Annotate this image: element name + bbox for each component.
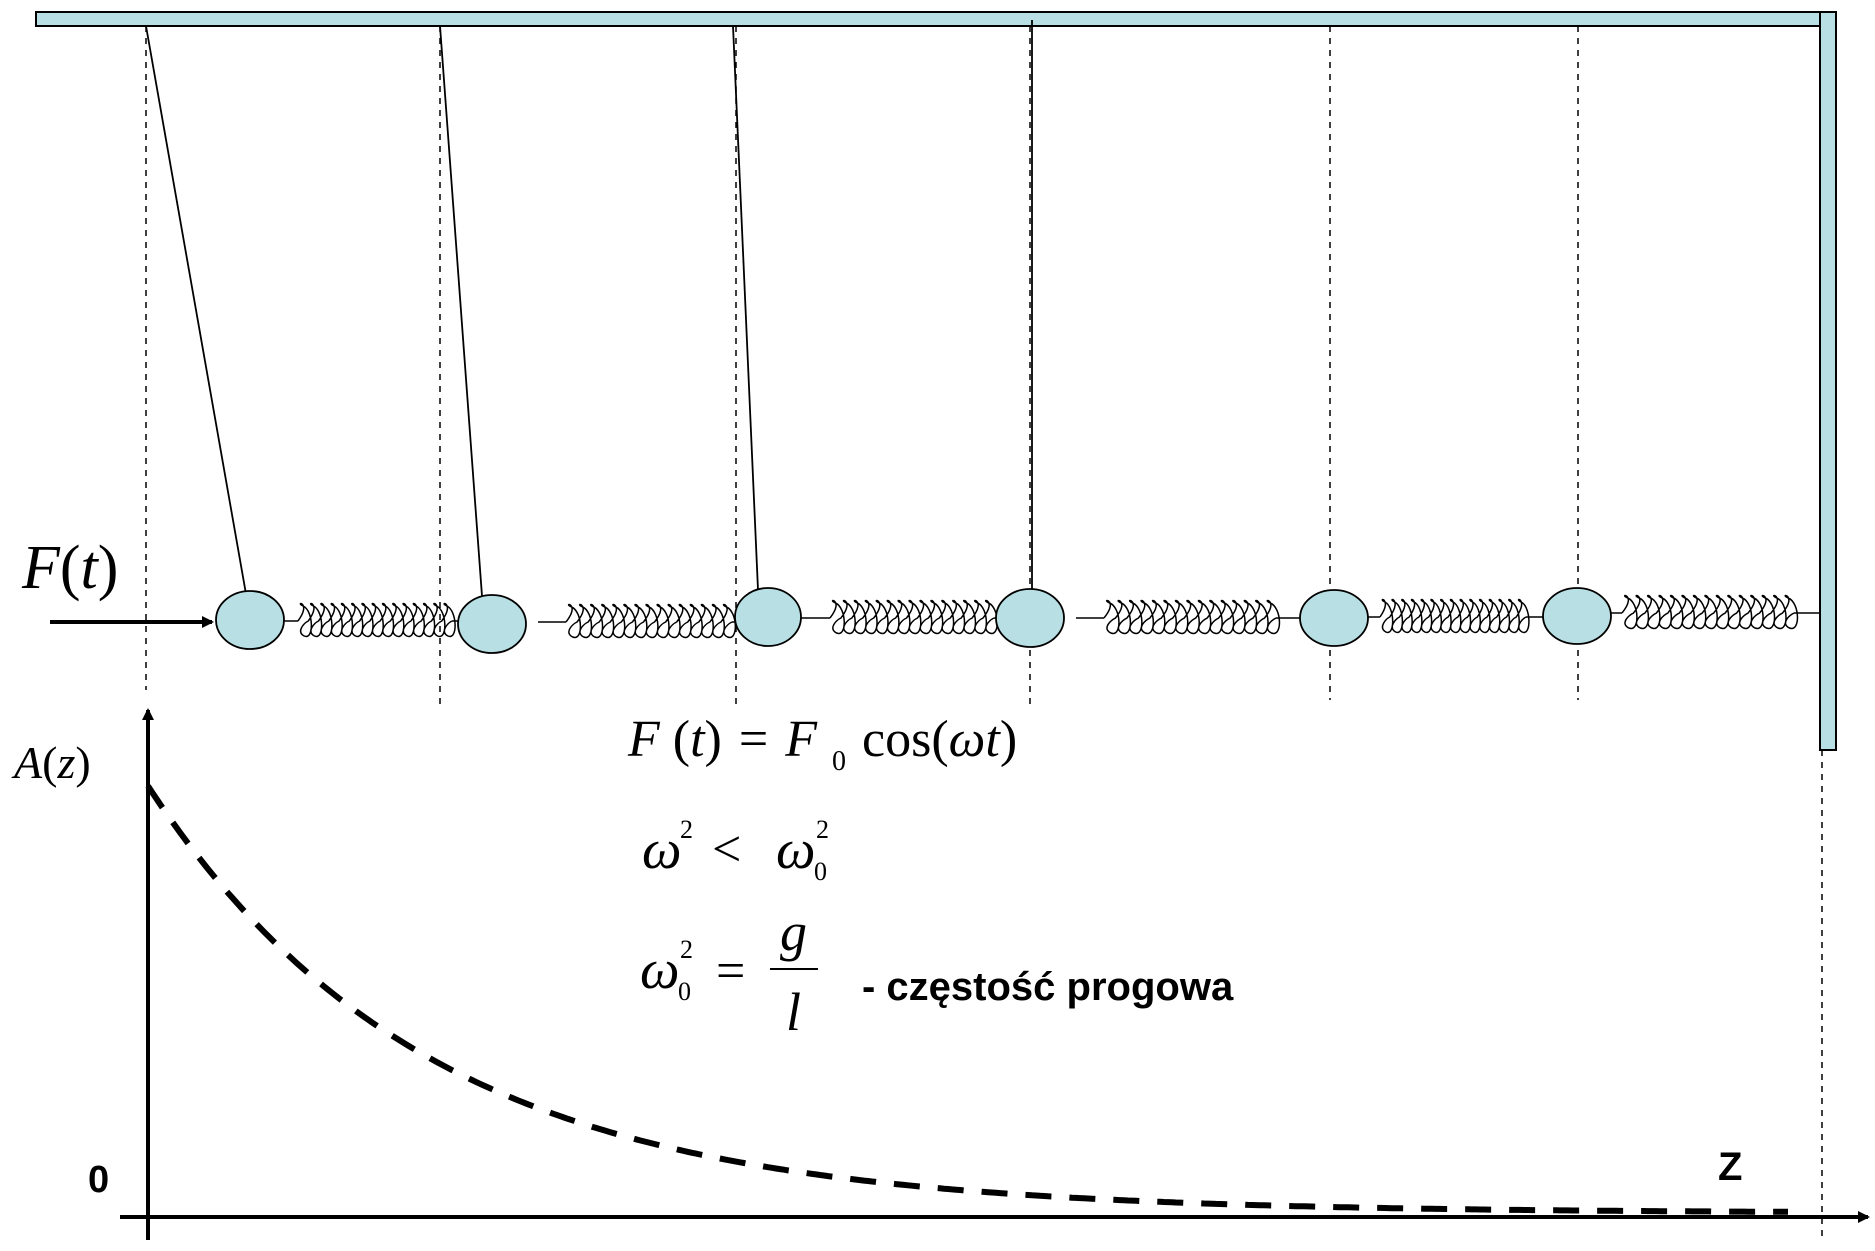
inequality-equation: ω 2 < ω 2 0 (642, 815, 829, 886)
svg-text:F (t) =: F (t) = F (627, 711, 818, 768)
spring-6 (1611, 594, 1820, 629)
spring-1 (284, 602, 458, 637)
svg-text:0: 0 (832, 746, 846, 777)
mass-2 (457, 594, 527, 654)
mass-1 (215, 590, 285, 650)
threshold-equation: ω 2 0 = g l (640, 902, 818, 1042)
amplitude-label: A(z) (11, 737, 91, 788)
threshold-caption: - częstość progowa (862, 965, 1234, 1009)
mass-5 (1299, 589, 1369, 647)
svg-text:g: g (780, 902, 807, 962)
spring-3 (800, 599, 999, 634)
pendulum-string-1 (145, 25, 247, 595)
svg-text:=: = (716, 943, 745, 1000)
pendulum-string-2 (439, 25, 483, 597)
end-wall (1819, 11, 1837, 751)
pendulum-strings (145, 20, 1033, 597)
origin-label: 0 (88, 1159, 109, 1201)
mass-6 (1542, 587, 1612, 645)
svg-text:ω: ω (640, 939, 680, 1001)
svg-text:0: 0 (814, 857, 827, 886)
mass-4 (995, 588, 1065, 648)
masses (215, 587, 1612, 654)
spring-4 (1076, 599, 1300, 634)
svg-text:ω: ω (642, 819, 682, 881)
svg-text:<: < (712, 821, 741, 878)
spring-5 (1368, 598, 1544, 633)
svg-text:2: 2 (816, 815, 829, 844)
spring-2 (538, 603, 737, 638)
svg-text:ω: ω (776, 819, 816, 881)
svg-text:2: 2 (680, 815, 693, 844)
amplitude-decay-curve (145, 784, 1788, 1215)
force-equation: F (t) = F 0 cos(ωt) (627, 711, 1017, 777)
svg-text:l: l (786, 982, 801, 1042)
svg-text:0: 0 (678, 977, 691, 1006)
pendulum-string-3 (732, 25, 759, 591)
z-axis-label: Z (1718, 1145, 1742, 1189)
mass-3 (734, 587, 802, 647)
force-label: F(t) (21, 534, 118, 602)
equilibrium-lines (145, 26, 1823, 1240)
support-beam (35, 11, 1821, 27)
svg-text:cos(ωt): cos(ωt) (862, 711, 1017, 768)
svg-text:2: 2 (680, 935, 693, 964)
